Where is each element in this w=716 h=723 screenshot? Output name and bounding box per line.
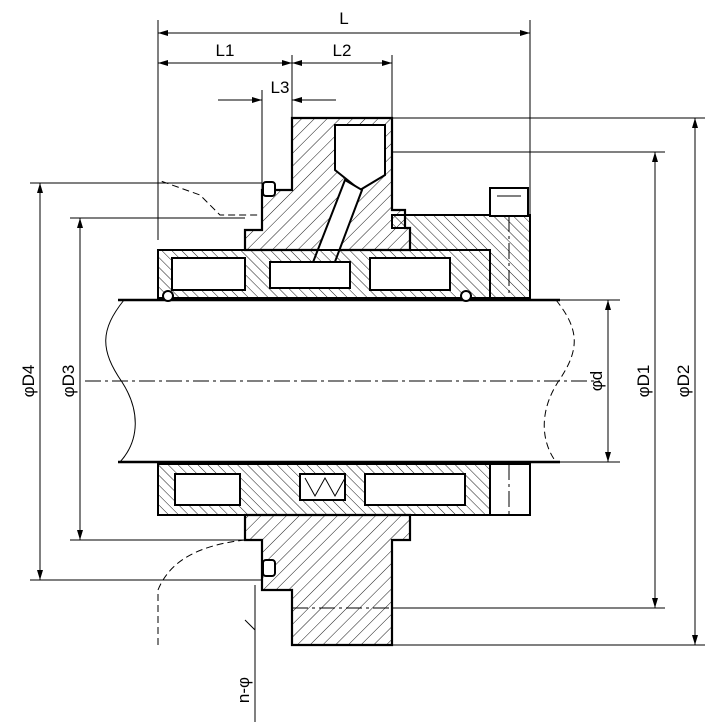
spring-area-upper	[269, 261, 351, 289]
dimension-labels: L L1 L2 L3 φD4 φD3 φd φD1 φD2 n-φ	[19, 9, 693, 703]
seal-ring-right-upper	[369, 257, 451, 291]
o-ring-sleeve-left	[162, 290, 174, 302]
dimension-lines	[30, 20, 705, 722]
label-D3: φD3	[59, 365, 78, 398]
label-D2: φD2	[674, 365, 693, 398]
upper-half	[157, 116, 531, 302]
o-ring-sleeve-right	[460, 290, 472, 302]
seal-ring-left-lower	[174, 473, 241, 506]
drive-collar-upper	[391, 214, 531, 299]
label-D1: φD1	[634, 365, 653, 398]
label-d: φd	[587, 371, 606, 391]
pump-housing-upper	[157, 118, 263, 216]
gland-body-lower	[243, 513, 412, 647]
pump-housing-lower	[157, 539, 246, 645]
seal-ring-right-lower	[364, 473, 466, 506]
lower-half	[157, 463, 531, 647]
flush-port-fitting	[334, 124, 386, 192]
label-L: L	[339, 9, 348, 28]
label-n-phi: n-φ	[234, 677, 253, 703]
label-L1: L1	[216, 41, 235, 60]
label-D4: φD4	[19, 365, 38, 398]
o-ring-gland-lower	[262, 559, 276, 577]
o-ring-gland	[262, 181, 276, 197]
spring-lower	[299, 473, 346, 501]
seal-ring-left-upper	[171, 257, 246, 291]
set-screw-head	[489, 187, 529, 217]
label-L2: L2	[333, 41, 352, 60]
label-L3: L3	[271, 78, 290, 97]
shaft	[85, 298, 600, 464]
drive-collar-lower	[489, 463, 531, 516]
